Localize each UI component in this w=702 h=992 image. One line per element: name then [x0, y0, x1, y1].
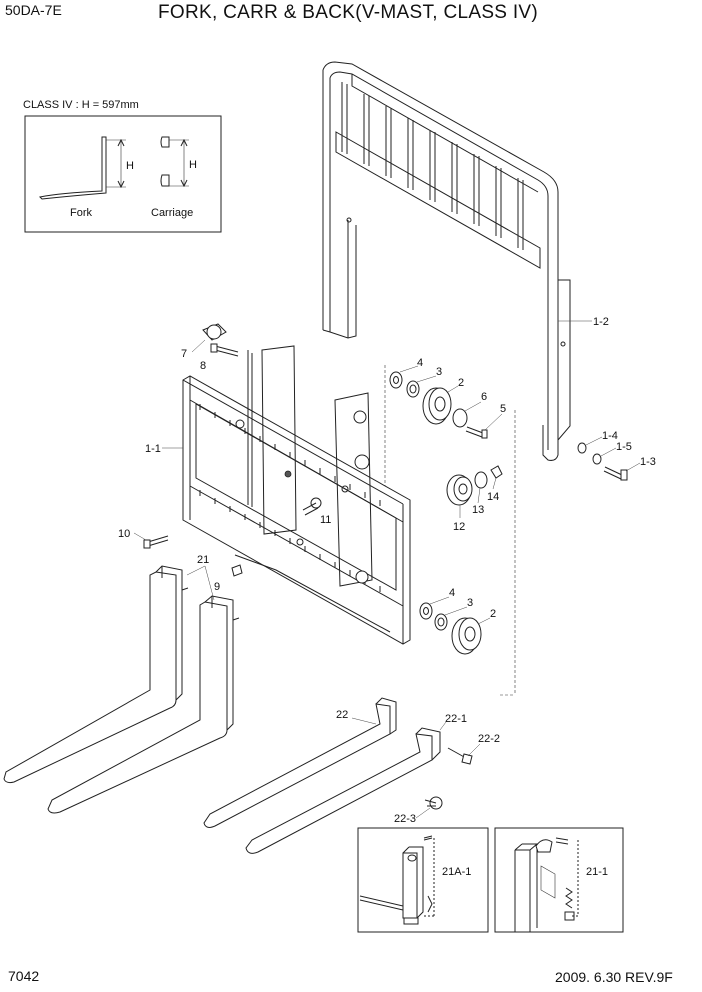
label-2-lower: 2	[490, 608, 496, 620]
load-backrest: 1-2	[322, 61, 609, 461]
label-3-lower: 3	[467, 597, 473, 609]
label-1-3: 1-3	[640, 456, 656, 468]
fork-pair-21	[3, 565, 240, 814]
page-number: 7042	[8, 968, 40, 984]
label-21-1: 21-1	[586, 866, 608, 878]
label-22: 22	[336, 709, 348, 721]
revision-date: 2009. 6.30 REV.9F	[555, 969, 673, 985]
label-1-5: 1-5	[616, 441, 632, 453]
label-5: 5	[500, 403, 506, 415]
label-1-1: 1-1	[145, 443, 161, 455]
fork-caption: Fork	[70, 207, 93, 219]
label-11: 11	[320, 514, 331, 526]
label-8: 8	[200, 360, 206, 372]
label-2-upper: 2	[458, 377, 464, 389]
label-3-upper: 3	[436, 366, 442, 378]
carriage: 1-1	[145, 345, 411, 645]
label-6: 6	[481, 391, 487, 403]
carriage-top-bar	[160, 136, 170, 148]
carriage-h-label: H	[189, 159, 197, 171]
label-1-2: 1-2	[593, 316, 609, 328]
label-4-upper: 4	[417, 357, 423, 369]
label-22-3: 22-3	[394, 813, 416, 825]
carriage-bottom-bar	[160, 174, 170, 187]
label-7: 7	[181, 348, 187, 360]
lower-roller-stack: 4 3 2	[419, 587, 496, 655]
upper-roller-stack: 4 3 2 6 5	[389, 357, 506, 439]
detail-box-21-1: 21-1	[494, 827, 624, 933]
fork-pair-22: 22 22-1 22-2 22-3	[203, 697, 500, 854]
side-roller-group: 12 13 14	[446, 465, 503, 533]
label-1-4: 1-4	[602, 430, 618, 442]
hardware: 7 8 10 11 9 21	[118, 323, 331, 601]
detail-box-21a-1: 21A-1	[357, 827, 489, 933]
label-10: 10	[118, 528, 130, 540]
label-22-2: 22-2	[478, 733, 500, 745]
label-14: 14	[487, 491, 499, 503]
class-iv-title: CLASS IV : H = 597mm	[23, 99, 139, 111]
carriage-caption: Carriage	[151, 207, 193, 219]
label-21: 21	[197, 554, 209, 566]
label-13: 13	[472, 504, 484, 516]
label-12: 12	[453, 521, 465, 533]
class-iv-frame	[24, 115, 222, 233]
label-22-1: 22-1	[445, 713, 467, 725]
class-iv-box: CLASS IV : H = 597mm H Fork H Carriage	[23, 99, 222, 233]
model-code: 50DA-7E	[5, 2, 62, 18]
label-4-lower: 4	[449, 587, 455, 599]
fork-sketch	[38, 136, 107, 200]
backrest-fasteners: 1-4 1-5 1-3	[577, 430, 656, 481]
label-21a-1: 21A-1	[442, 866, 471, 878]
fork-h-label: H	[126, 160, 134, 172]
page-title: FORK, CARR & BACK(V-MAST, CLASS IV)	[158, 2, 539, 23]
label-9: 9	[214, 581, 220, 593]
